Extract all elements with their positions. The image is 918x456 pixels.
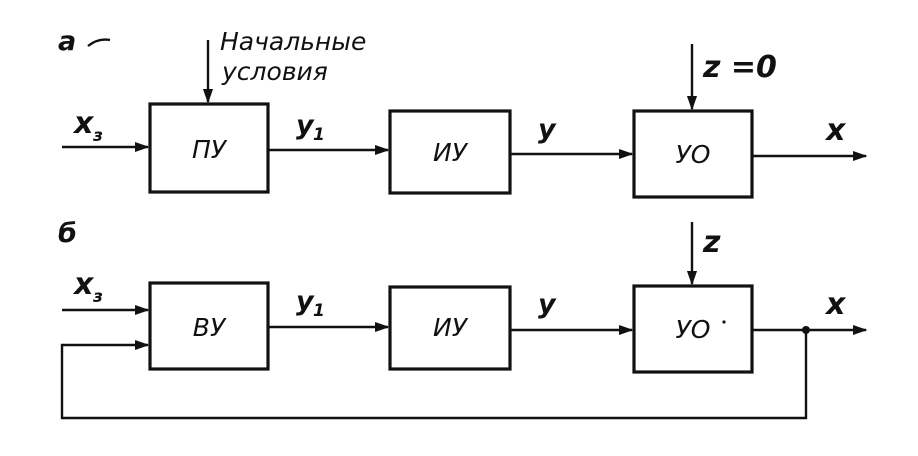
comparator-block xyxy=(148,281,270,371)
initial-conditions-label-line2: условия xyxy=(221,57,328,86)
panel-b-label: б xyxy=(58,218,77,249)
panel-b: б x з ВУ y 1 ИУ y z УО x xyxy=(58,218,868,420)
panel-b-output-label: x xyxy=(824,287,847,322)
panel-b-actuator-block xyxy=(388,285,512,371)
panel-a-label: а xyxy=(58,26,76,57)
program-device-label: ПУ xyxy=(192,135,228,164)
feedback-loop-line xyxy=(60,330,808,420)
panel-a-output-label: x xyxy=(824,113,847,148)
panel-b-actuator-label: ИУ xyxy=(433,313,469,342)
panel-b-signal-y1-subscript: 1 xyxy=(313,301,325,321)
panel-b-input-label: x xyxy=(72,267,95,302)
panel-a-plant-block xyxy=(632,109,754,199)
panel-a-disturbance-label: z =0 xyxy=(702,50,777,85)
ink-speck xyxy=(722,320,726,324)
panel-b-disturbance-label: z xyxy=(702,225,721,260)
panel-b-signal-y-label: y xyxy=(538,289,557,320)
panel-a-input-label: x xyxy=(72,106,95,141)
panel-a-plant-label: УО xyxy=(676,140,711,169)
panel-a-signal-y-label: y xyxy=(538,114,557,145)
panel-a-actuator-block xyxy=(388,109,512,195)
initial-conditions-label-line1: Начальные xyxy=(220,27,366,56)
panel-b-signal-y1-label: y xyxy=(296,286,315,317)
smudge-mark xyxy=(87,38,111,47)
program-device-block xyxy=(148,102,270,194)
panel-a-input-subscript: з xyxy=(92,126,103,146)
panel-b-plant-label: УО xyxy=(676,315,711,344)
comparator-label: ВУ xyxy=(193,313,227,342)
panel-b-input-subscript: з xyxy=(92,287,103,307)
panel-a-signal-y1-label: y xyxy=(296,110,315,141)
panel-a: а Начальные условия x з ПУ y 1 ИУ y z =0… xyxy=(58,26,868,199)
panel-a-actuator-label: ИУ xyxy=(433,138,469,167)
panel-a-signal-y1-subscript: 1 xyxy=(313,125,325,145)
panel-b-plant-block xyxy=(632,284,754,374)
